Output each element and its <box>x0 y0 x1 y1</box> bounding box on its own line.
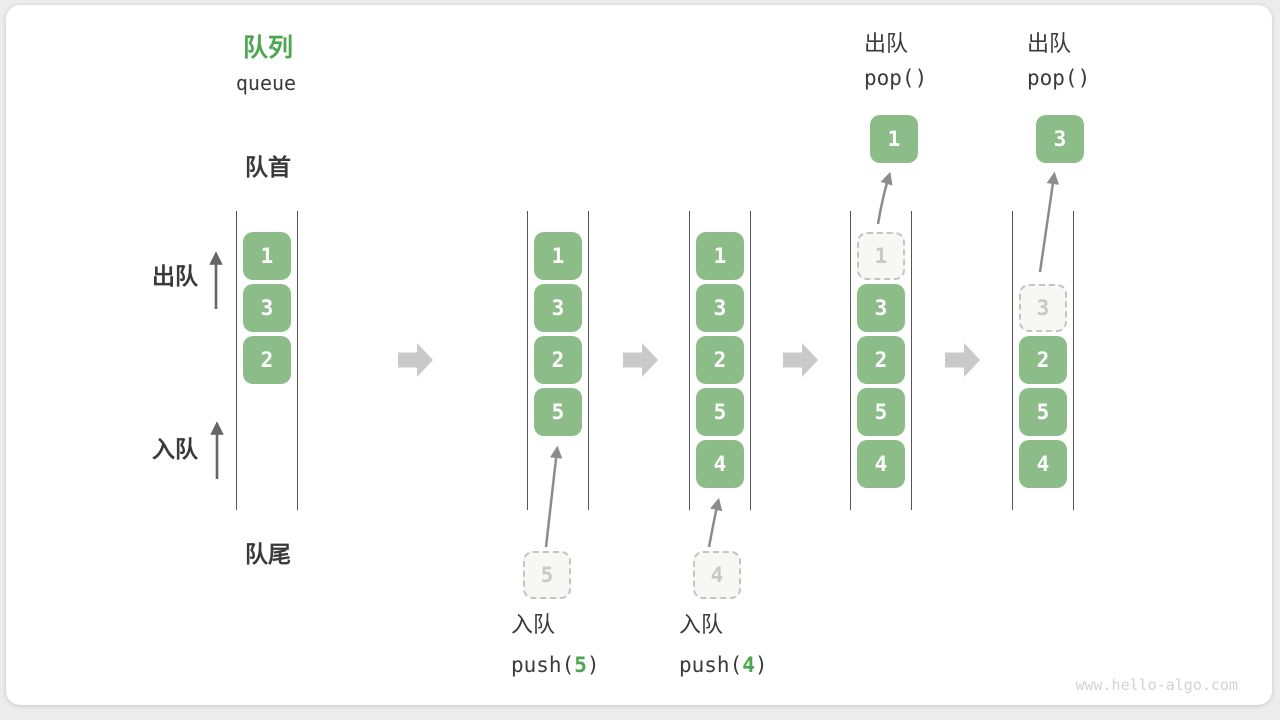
diagram-title-zh: 队列 <box>242 33 294 62</box>
popped-block: 1 <box>870 115 918 163</box>
watermark: www.hello-algo.com <box>1075 676 1238 694</box>
transition-arrow-icon <box>623 343 658 377</box>
transition-arrow-icon <box>945 343 980 377</box>
dequeue-side-label: 出队 <box>152 264 198 290</box>
channel-left-wall <box>235 211 238 510</box>
channel-left-wall <box>1011 211 1014 510</box>
queue-block: 2 <box>696 336 744 384</box>
queue-rear-label: 队尾 <box>245 542 291 568</box>
queue-block: 1 <box>534 232 582 280</box>
channel-right-wall <box>749 211 752 510</box>
queue-block: 2 <box>534 336 582 384</box>
push-4-arrow-icon <box>707 497 723 548</box>
queue-block: 4 <box>857 440 905 488</box>
removed-slot-placeholder: 3 <box>1019 284 1067 332</box>
popped-block: 3 <box>1036 115 1084 163</box>
queue-block: 3 <box>857 284 905 332</box>
push-code-arg: 4 <box>742 653 755 677</box>
queue-front-label: 队首 <box>245 155 291 181</box>
channel-left-wall <box>526 211 529 510</box>
pop-1-arrow-icon <box>876 171 893 225</box>
pop-op-label: 出队 <box>864 32 909 57</box>
incoming-block: 4 <box>693 551 741 599</box>
incoming-block: 5 <box>523 551 571 599</box>
queue-block: 4 <box>1019 440 1067 488</box>
pop-op-label: 出队 <box>1027 32 1072 57</box>
channel-right-wall <box>910 211 913 510</box>
removed-slot-placeholder: 1 <box>857 232 905 280</box>
push-code-prefix: push( <box>511 653 575 677</box>
push-code-prefix: push( <box>679 653 743 677</box>
channel-right-wall <box>1072 211 1075 510</box>
queue-block: 5 <box>857 388 905 436</box>
channel-right-wall <box>296 211 299 510</box>
push-5-arrow-icon <box>544 445 563 548</box>
queue-block: 2 <box>1019 336 1067 384</box>
queue-block: 5 <box>534 388 582 436</box>
channel-right-wall <box>587 211 590 510</box>
push-code-suffix: ) <box>754 653 768 677</box>
queue-block: 2 <box>857 336 905 384</box>
push-op-label: 入队 <box>679 613 724 638</box>
push-op-code: push(5) <box>511 653 600 677</box>
queue-block: 5 <box>1019 388 1067 436</box>
queue-block: 5 <box>696 388 744 436</box>
push-op-code: push(4) <box>679 653 768 677</box>
pop-op-code: pop() <box>1027 66 1091 90</box>
queue-block: 3 <box>243 284 291 332</box>
transition-arrow-icon <box>398 343 433 377</box>
diagram-title-en: queue <box>235 71 297 95</box>
queue-block: 4 <box>696 440 744 488</box>
channel-left-wall <box>849 211 852 510</box>
transition-arrow-icon <box>783 343 818 377</box>
channel-left-wall <box>688 211 691 510</box>
queue-block: 3 <box>696 284 744 332</box>
pop-3-arrow-icon <box>1038 171 1060 273</box>
push-op-label: 入队 <box>511 613 556 638</box>
queue-block: 1 <box>696 232 744 280</box>
push-code-suffix: ) <box>586 653 600 677</box>
transition-arrows <box>398 343 980 377</box>
pop-op-code: pop() <box>864 66 928 90</box>
queue-block: 1 <box>243 232 291 280</box>
enqueue-side-label: 入队 <box>152 437 198 463</box>
queue-block: 2 <box>243 336 291 384</box>
push-code-arg: 5 <box>574 653 587 677</box>
queue-block: 3 <box>534 284 582 332</box>
